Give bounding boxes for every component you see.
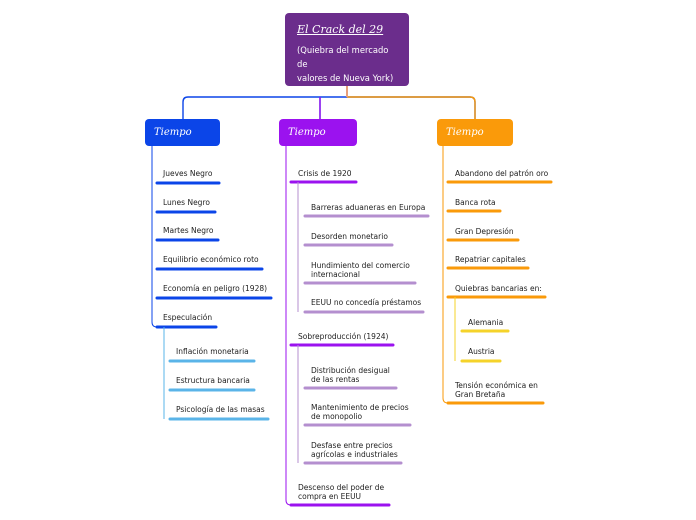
- leaf-tension[interactable]: Tensión económica en Gran Bretaña: [455, 381, 538, 399]
- central-topic[interactable]: El Crack del 29 (Quiebra del mercado de …: [285, 13, 409, 86]
- leaf-jueves-negro[interactable]: Jueves Negro: [163, 169, 213, 178]
- leaf-distribucion-line2: de las rentas: [311, 374, 360, 384]
- leaf-desfase[interactable]: Desfase entre precios agrícolas e indust…: [311, 441, 398, 459]
- leaf-especulacion[interactable]: Especulación: [163, 313, 213, 322]
- leaf-tension-line1: Tensión económica en: [455, 381, 538, 390]
- leaf-hundimiento[interactable]: Hundimiento del comercio internacional: [311, 261, 410, 279]
- connector-medio-trunk: [285, 146, 292, 506]
- leaf-desorden[interactable]: Desorden monetario: [311, 232, 388, 241]
- leaf-sobreproduccion[interactable]: Sobreproducción (1924): [298, 332, 389, 341]
- connector-largo-trunk: [442, 146, 449, 404]
- leaf-repatriar[interactable]: Repatriar capitales: [455, 255, 526, 264]
- leaf-distribucion-line1: Distribución desigual: [311, 366, 390, 375]
- leaf-mantenimiento[interactable]: Mantenimiento de precios de monopolio: [311, 403, 409, 421]
- leaf-tension-line2: Gran Bretaña: [455, 389, 506, 399]
- leaf-lunes-negro[interactable]: Lunes Negro: [163, 198, 210, 207]
- leaf-mantenimiento-line2: de monopolio: [311, 411, 363, 421]
- leaf-desfase-line1: Desfase entre precios: [311, 441, 393, 450]
- leaf-martes-negro[interactable]: Martes Negro: [163, 226, 214, 235]
- branch-tiempo-medio[interactable]: Tiempo Medio: [279, 119, 357, 165]
- leaf-mantenimiento-line1: Mantenimiento de precios: [311, 403, 409, 412]
- leaf-descenso[interactable]: Descenso del poder de compra en EEUU: [298, 483, 385, 501]
- central-title: El Crack del 29: [297, 23, 384, 36]
- leaf-banca-rota[interactable]: Banca rota: [455, 198, 496, 207]
- leaf-descenso-line2: compra en EEUU: [298, 491, 362, 501]
- leaf-hundimiento-line2: internacional: [311, 269, 360, 279]
- central-subtitle-1: (Quiebra del mercado de: [297, 45, 389, 69]
- central-subtitle-2: valores de Nueva York): [297, 73, 394, 83]
- leaf-descenso-line1: Descenso del poder de: [298, 483, 385, 492]
- leaf-barreras[interactable]: Barreras aduaneras en Europa: [311, 203, 426, 212]
- leaf-gran-depresion[interactable]: Gran Depresión: [455, 227, 514, 236]
- connector-largo: [347, 96, 476, 119]
- leaf-alemania[interactable]: Alemania: [468, 318, 504, 327]
- leaf-hundimiento-line1: Hundimiento del comercio: [311, 261, 410, 270]
- connector-corto-trunk: [151, 146, 158, 328]
- leaf-inflacion[interactable]: Inflación monetaria: [176, 347, 249, 356]
- leaf-crisis-1920[interactable]: Crisis de 1920: [298, 169, 352, 178]
- branch-tiempo-corto[interactable]: Tiempo Corto: [145, 119, 220, 165]
- leaf-desfase-line2: agrícolas e industriales: [311, 449, 398, 459]
- leaf-economia-peligro[interactable]: Economía en peligro (1928): [163, 284, 268, 293]
- leaf-estructura-bancaria[interactable]: Estructura bancaria: [176, 376, 250, 385]
- leaf-abandono[interactable]: Abandono del patrón oro: [455, 169, 549, 178]
- leaf-austria[interactable]: Austria: [468, 347, 495, 356]
- connector-central: [182, 86, 476, 119]
- leaf-quiebras[interactable]: Quiebras bancarias en:: [455, 284, 542, 293]
- leaf-psicologia[interactable]: Psicología de las masas: [176, 405, 265, 414]
- leaf-equilibrio[interactable]: Equilibrio económico roto: [163, 255, 259, 264]
- branch-tiempo-largo[interactable]: Tiempo Largo: [437, 119, 513, 165]
- leaf-eeuu-prestamos[interactable]: EEUU no concedía préstamos: [311, 298, 422, 307]
- leaf-distribucion[interactable]: Distribución desigual de las rentas: [311, 366, 390, 384]
